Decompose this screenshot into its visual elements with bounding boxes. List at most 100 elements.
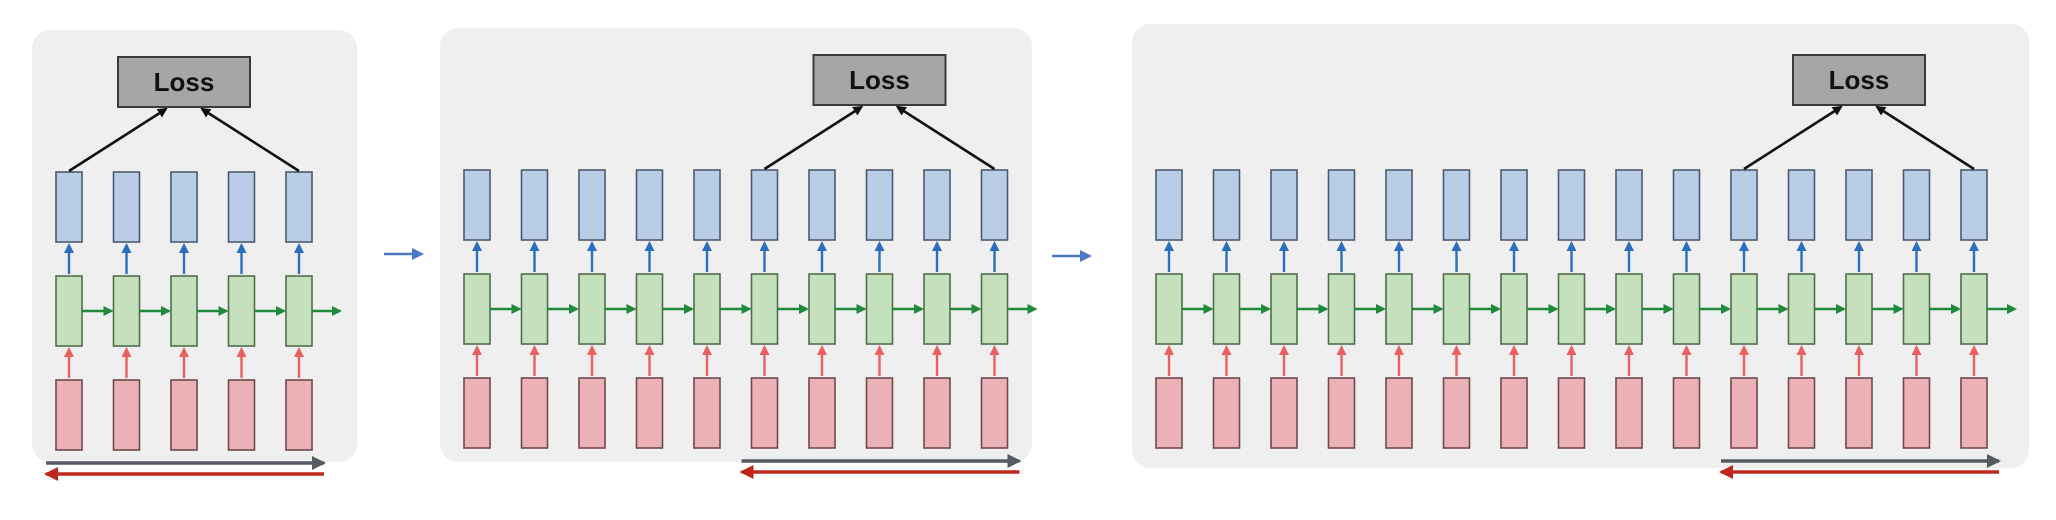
loss-connector-left [763, 105, 864, 171]
output-cell [1327, 169, 1356, 241]
output-cell [55, 171, 83, 243]
output-cell [1787, 169, 1816, 241]
output-cell [1960, 169, 1988, 241]
loss-connector-right [1875, 105, 1975, 171]
output-cell [808, 169, 836, 241]
input-cell [578, 377, 606, 449]
output-cell [1902, 169, 1931, 241]
output-cell [1442, 169, 1471, 241]
output-cell [750, 169, 779, 241]
loss-label: Loss [154, 67, 215, 97]
output-cell [980, 169, 1009, 241]
hidden-cell [865, 273, 894, 345]
output-cell [170, 171, 198, 243]
input-cell [1615, 377, 1643, 449]
panel-3: Loss [1132, 24, 2029, 479]
hidden-cell [1270, 273, 1298, 345]
input-cell [1155, 377, 1183, 449]
input-cell [520, 377, 549, 449]
output-cell [1615, 169, 1643, 241]
hidden-cell [923, 273, 951, 345]
input-cell [1500, 377, 1528, 449]
input-cell [1787, 377, 1816, 449]
hidden-cell [55, 275, 83, 347]
loss-connector-right [200, 107, 300, 173]
loss-connector-right [895, 105, 996, 171]
output-cell [865, 169, 894, 241]
hidden-cell [1385, 273, 1413, 345]
hidden-cell [463, 273, 491, 345]
input-cell [112, 379, 141, 451]
input-cell [1557, 377, 1586, 449]
hidden-cell [112, 275, 141, 347]
input-cell [635, 377, 664, 449]
loss-box [812, 54, 947, 106]
input-cell [1212, 377, 1241, 449]
output-cell [1845, 169, 1873, 241]
input-cell [170, 379, 198, 451]
input-cell [55, 379, 83, 451]
output-cell [1385, 169, 1413, 241]
output-cell [923, 169, 951, 241]
input-cell [1902, 377, 1931, 449]
hidden-cell [980, 273, 1009, 345]
output-cell [1270, 169, 1298, 241]
loss-box [117, 56, 251, 108]
hidden-cell [1212, 273, 1241, 345]
panel-background [1132, 24, 2029, 468]
input-cell [1960, 377, 1988, 449]
input-cell [865, 377, 894, 449]
output-cell [1155, 169, 1183, 241]
panel-1: Loss [32, 30, 357, 481]
hidden-cell [1730, 273, 1758, 345]
loss-label: Loss [1829, 65, 1890, 95]
hidden-cell [227, 275, 256, 347]
hidden-cell [693, 273, 721, 345]
input-cell [227, 379, 256, 451]
input-cell [1730, 377, 1758, 449]
hidden-cell [1615, 273, 1643, 345]
hidden-cell [1442, 273, 1471, 345]
output-cell [1730, 169, 1758, 241]
output-cell [1672, 169, 1701, 241]
output-cell [227, 171, 256, 243]
input-cell [1327, 377, 1356, 449]
input-cell [923, 377, 951, 449]
input-cell [808, 377, 836, 449]
panel-2: Loss [440, 28, 1038, 479]
input-cell [693, 377, 721, 449]
output-cell [285, 171, 313, 243]
hidden-cell [520, 273, 549, 345]
input-cell [1270, 377, 1298, 449]
hidden-cell [1327, 273, 1356, 345]
loss-box [1792, 54, 1926, 106]
hidden-cell [635, 273, 664, 345]
output-cell [112, 171, 141, 243]
hidden-cell [1960, 273, 1988, 345]
hidden-cell [1155, 273, 1183, 345]
output-cell [635, 169, 664, 241]
output-cell [463, 169, 491, 241]
input-cell [285, 379, 313, 451]
loss-label: Loss [849, 65, 910, 95]
loss-connector-left [1743, 105, 1843, 171]
hidden-cell [750, 273, 779, 345]
hidden-cell [1500, 273, 1528, 345]
input-cell [1672, 377, 1701, 449]
hidden-cell [1672, 273, 1701, 345]
panel-background [32, 30, 357, 462]
loss-connector-left [68, 107, 168, 173]
input-cell [980, 377, 1009, 449]
hidden-cell [170, 275, 198, 347]
output-cell [1500, 169, 1528, 241]
output-cell [578, 169, 606, 241]
input-cell [1385, 377, 1413, 449]
input-cell [1845, 377, 1873, 449]
hidden-cell [285, 275, 313, 347]
input-cell [463, 377, 491, 449]
hidden-cell [578, 273, 606, 345]
output-cell [1557, 169, 1586, 241]
hidden-cell [1787, 273, 1816, 345]
output-cell [693, 169, 721, 241]
